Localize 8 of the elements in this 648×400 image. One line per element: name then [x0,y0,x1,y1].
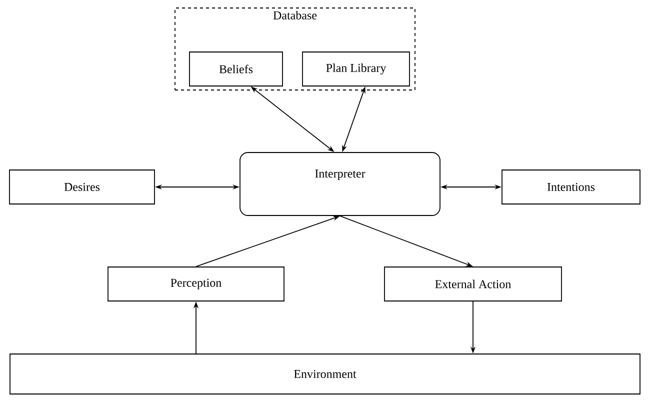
box: Desires [9,170,155,204]
rounded-box: Interpreter [240,152,440,216]
box: Beliefs [189,52,283,86]
box: Perception [108,266,284,302]
box: External Action [384,266,562,302]
box: Environment [10,354,640,394]
box: Plan Library [302,52,410,86]
box: Intentions [502,170,640,204]
